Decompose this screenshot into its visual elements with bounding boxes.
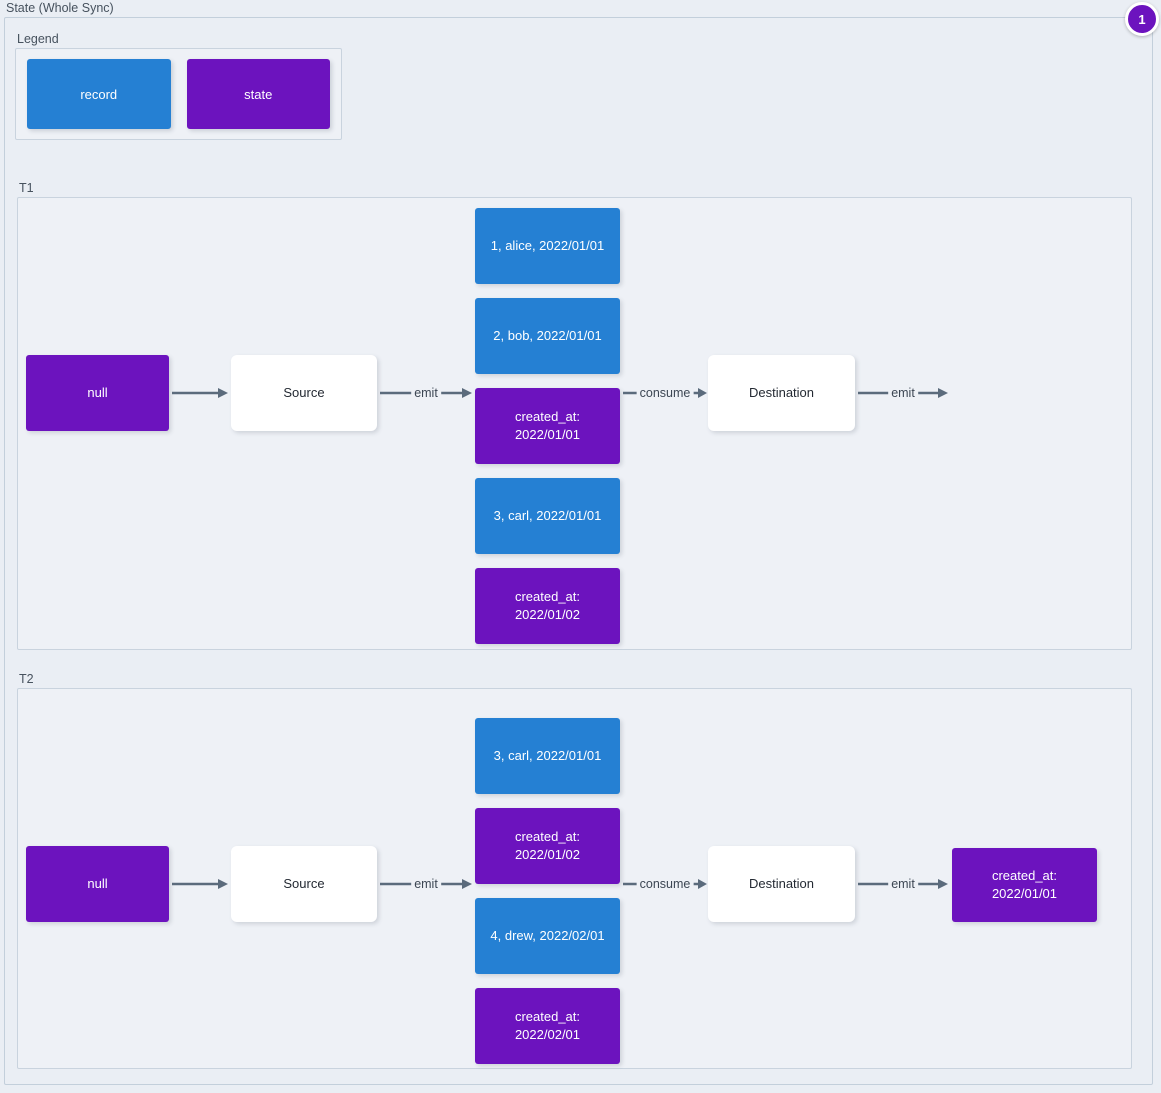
t2-stack-item-4: created_at: 2022/02/01 (475, 988, 620, 1064)
section-t1-label: T1 (19, 181, 34, 195)
t2-initial-state-node: null (26, 846, 169, 922)
t1-stack-item-2: 2, bob, 2022/01/01 (475, 298, 620, 374)
t1-source-node: Source (231, 355, 377, 431)
legend-item-record: record (27, 59, 171, 129)
t1-stack-item-1: 1, alice, 2022/01/01 (475, 208, 620, 284)
section-t2-label: T2 (19, 672, 34, 686)
legend-item-state: state (186, 59, 330, 129)
t2-stack-item-1: 3, carl, 2022/01/01 (475, 718, 620, 794)
status-badge-count: 1 (1138, 11, 1146, 27)
legend-items: record state (15, 48, 342, 140)
legend-frame: Legend record state (15, 32, 342, 140)
t1-initial-state-node: null (26, 355, 169, 431)
legend-item-record-label: record (80, 86, 118, 102)
t2-destination-node: Destination (708, 846, 855, 922)
t1-stack-item-5: created_at: 2022/01/02 (475, 568, 620, 644)
legend-item-state-label: state (244, 86, 273, 102)
t2-final-state-node: created_at: 2022/01/01 (952, 848, 1097, 922)
t1-stack-item-4: 3, carl, 2022/01/01 (475, 478, 620, 554)
status-badge[interactable]: 1 (1125, 2, 1159, 36)
t2-stack-item-2: created_at: 2022/01/02 (475, 808, 620, 884)
t2-stack-item-3: 4, drew, 2022/02/01 (475, 898, 620, 974)
legend-label: Legend (17, 32, 59, 46)
page-title: State (Whole Sync) (6, 1, 114, 15)
t2-source-node: Source (231, 846, 377, 922)
t1-stack-item-3: created_at: 2022/01/01 (475, 388, 620, 464)
t1-destination-node: Destination (708, 355, 855, 431)
